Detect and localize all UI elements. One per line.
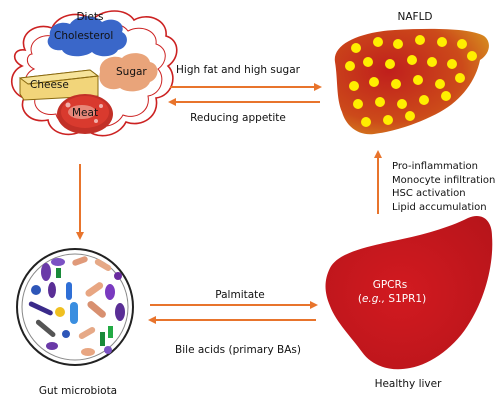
sugar-blob	[99, 53, 158, 92]
edge-label-bile-acids: Bile acids (primary BAs)	[175, 344, 301, 356]
effect-item: Monocyte infiltration	[392, 174, 496, 186]
gpcrs-label: GPCRs	[372, 279, 408, 291]
cholesterol-blob	[47, 16, 127, 57]
cheese-label: Cheese	[30, 79, 69, 91]
example-rest: S1PR1)	[385, 293, 427, 305]
healthy-liver-title: Healthy liver	[374, 378, 442, 390]
effect-item: Pro-inflammation	[392, 161, 478, 172]
fat-droplets	[345, 35, 477, 127]
s1pr1-label: (e.g., S1PR1)	[357, 293, 427, 305]
meat-steak	[57, 94, 113, 134]
nafld-liver	[334, 28, 489, 135]
diets-title: Diets	[76, 11, 104, 23]
edge-label-high-fat-sugar: High fat and high sugar	[176, 64, 300, 76]
cheese-block	[18, 69, 100, 101]
petri-dish	[16, 248, 134, 366]
example-prefix: e.g.,	[361, 293, 386, 305]
sugar-label: Sugar	[116, 66, 147, 78]
gut-microbiota-title: Gut microbiota	[38, 385, 118, 397]
effect-item: Lipid accumulation	[392, 201, 487, 213]
healthy-liver	[325, 216, 493, 370]
edge-label-palmitate: Palmitate	[215, 289, 265, 301]
effect-item: HSC activation	[392, 188, 466, 199]
arrows	[76, 83, 382, 324]
effects-list: Pro-inflammation Monocyte infiltration H…	[392, 160, 495, 214]
nafld-title: NAFLD	[397, 11, 433, 23]
meat-label: Meat	[72, 107, 99, 119]
edge-label-reducing-appetite: Reducing appetite	[190, 112, 286, 124]
cholesterol-label: Cholesterol	[54, 30, 114, 42]
microbes	[28, 256, 125, 356]
